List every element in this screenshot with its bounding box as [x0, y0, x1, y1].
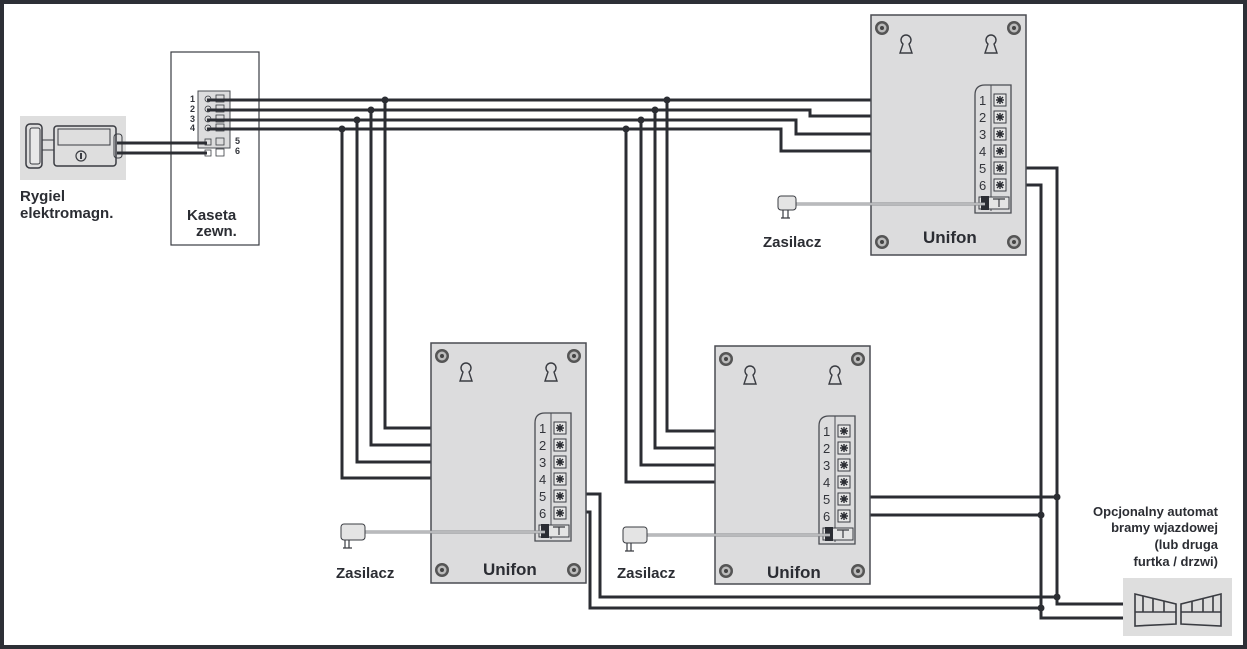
terminal-screw-icon [837, 492, 851, 506]
mounting-screw-icon [1007, 235, 1021, 249]
unifon-top-t5: 5 [979, 161, 986, 176]
mounting-screw-icon [875, 21, 889, 35]
power-supply-middle: Zasilacz [617, 526, 830, 582]
gate-label-line1: Opcjonalny automat [1093, 504, 1219, 519]
mounting-screw-icon [851, 564, 865, 578]
kaseta-terminal-2: 2 [190, 104, 195, 114]
electromagnetic-lock-icon [25, 123, 123, 169]
unifon-middle-t5: 5 [823, 492, 830, 507]
power-adapter-icon [340, 523, 366, 549]
power-supply-left: Zasilacz [336, 523, 545, 582]
outdoor-station-label-line2: zewn. [196, 223, 237, 240]
mounting-screw-icon [567, 349, 581, 363]
keyhole-icon [544, 362, 558, 382]
keyhole-icon [984, 34, 998, 54]
keyhole-icon [743, 365, 757, 385]
power-supply-top: Zasilacz [763, 195, 985, 251]
electromagnetic-lock [20, 116, 126, 180]
lock-label-line1: Rygiel [20, 188, 65, 205]
terminal-screw-icon [837, 424, 851, 438]
unifon-left-label: Unifon [483, 560, 537, 579]
unifon-left-t3: 3 [539, 455, 546, 470]
terminal-screw-icon [837, 509, 851, 523]
unifon-middle-label: Unifon [767, 563, 821, 582]
unifon-left-t2: 2 [539, 438, 546, 453]
unifon-top-t3: 3 [979, 127, 986, 142]
unifon-top-t1: 1 [979, 93, 986, 108]
mounting-screw-icon [851, 352, 865, 366]
terminal-screw-icon [993, 93, 1007, 107]
gate-background [1123, 578, 1232, 636]
unifon-left-t1: 1 [539, 421, 546, 436]
outdoor-station-label-line1: Kaseta [187, 207, 237, 224]
mounting-screw-icon [719, 352, 733, 366]
mounting-screw-icon [1007, 21, 1021, 35]
unifon-top-t4: 4 [979, 144, 986, 159]
gate-label-line4: furtka / drzwi) [1133, 554, 1218, 569]
power-supply-top-label: Zasilacz [763, 234, 821, 251]
gate-label-line3: (lub druga [1154, 537, 1218, 552]
terminal-screw-icon [993, 127, 1007, 141]
mounting-screw-icon [567, 563, 581, 577]
mounting-screw-icon [875, 235, 889, 249]
kaseta-terminal-3: 3 [190, 114, 195, 124]
mounting-screw-icon [435, 349, 449, 363]
kaseta-terminal-6: 6 [235, 146, 240, 156]
gate-label-line2: bramy wjazdowej [1111, 520, 1218, 535]
unifon-middle-t3: 3 [823, 458, 830, 473]
unifon-left-t4: 4 [539, 472, 546, 487]
terminal-screw-icon [837, 475, 851, 489]
terminal-screw-icon [553, 455, 567, 469]
terminal-screw-icon [837, 458, 851, 472]
terminal-screw-icon [553, 506, 567, 520]
unifon-left-t5: 5 [539, 489, 546, 504]
intercom-unifon-middle [714, 345, 871, 585]
keyhole-icon [828, 365, 842, 385]
terminal-screw-icon [993, 144, 1007, 158]
power-supply-middle-label: Zasilacz [617, 565, 675, 582]
terminal-screw-icon [993, 178, 1007, 192]
unifon-middle-t1: 1 [823, 424, 830, 439]
intercom-unifon-left [430, 342, 587, 584]
intercom-unifon-top [870, 14, 1027, 256]
terminal-screw-icon [553, 438, 567, 452]
gate-icon [1134, 592, 1222, 627]
wire-top-5 [1010, 166, 1135, 606]
lock-label-line2: elektromagn. [20, 205, 113, 222]
unifon-top-t6: 6 [979, 178, 986, 193]
terminal-screw-icon [553, 489, 567, 503]
unifon-top-t2: 2 [979, 110, 986, 125]
mounting-screw-icon [719, 564, 733, 578]
unifon-middle-t6: 6 [823, 509, 830, 524]
keyhole-icon [899, 34, 913, 54]
power-adapter-icon [622, 526, 648, 552]
unifon-top-label: Unifon [923, 228, 977, 247]
unifon-middle-t2: 2 [823, 441, 830, 456]
unifon-left-t6: 6 [539, 506, 546, 521]
keyhole-icon [459, 362, 473, 382]
power-adapter-icon [777, 195, 797, 219]
power-supply-left-label: Zasilacz [336, 565, 394, 582]
kaseta-terminal-5: 5 [235, 136, 240, 146]
terminal-screw-icon [837, 441, 851, 455]
unifon-middle-t4: 4 [823, 475, 830, 490]
terminal-screw-icon [993, 161, 1007, 175]
kaseta-terminal-4: 4 [190, 123, 195, 133]
terminal-screw-icon [993, 110, 1007, 124]
terminal-screw-icon [553, 472, 567, 486]
terminal-screw-icon [553, 421, 567, 435]
mounting-screw-icon [435, 563, 449, 577]
kaseta-terminal-1: 1 [190, 94, 195, 104]
